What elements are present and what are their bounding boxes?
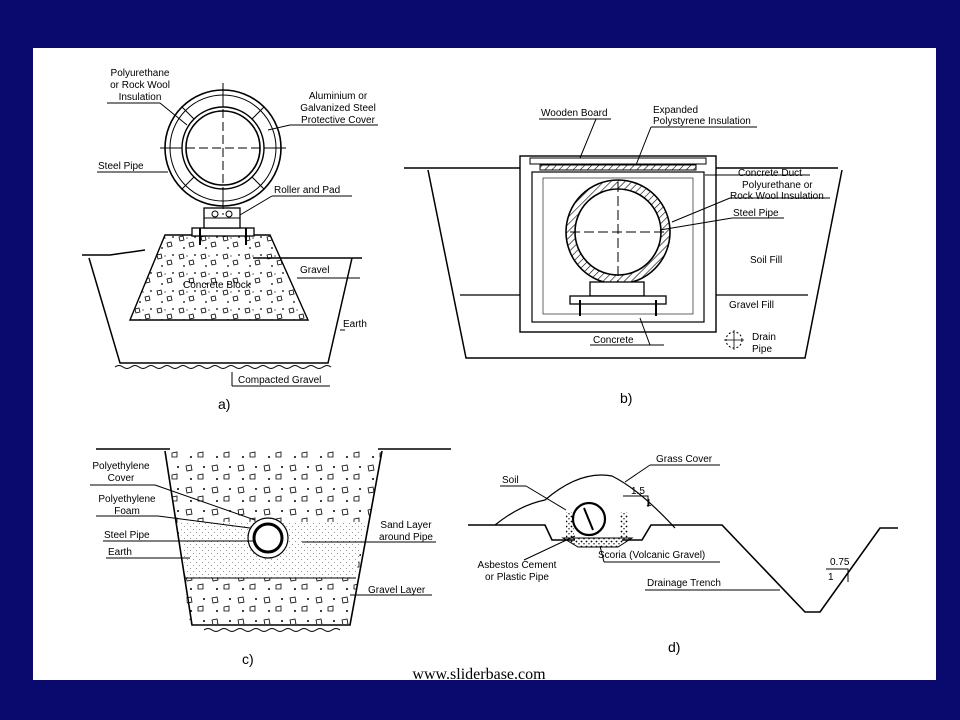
- d-slope1-rise: 1: [646, 498, 652, 509]
- d-slope2-run: 0.75: [830, 557, 850, 568]
- c-pe-foam-label-2: Foam: [114, 506, 140, 517]
- b-gravel-fill-label: Gravel Fill: [729, 300, 774, 311]
- panel-c: Polyethylene Cover Polyethylene Foam Ste…: [90, 448, 451, 667]
- d-caption: d): [668, 639, 680, 655]
- b-drain-pipe-label-1: Drain: [752, 332, 776, 343]
- footer-url: www.sliderbase.com: [412, 666, 546, 683]
- d-grass-cover-label: Grass Cover: [656, 454, 713, 465]
- c-steel-pipe-label: Steel Pipe: [104, 530, 150, 541]
- b-insulation-label-2: Rock Wool Insulation: [730, 191, 824, 202]
- a-insulation-label-3: Insulation: [119, 92, 162, 103]
- d-scoria-label: Scoria (Volcanic Gravel): [598, 550, 705, 561]
- b-drain-pipe-label-2: Pipe: [752, 344, 772, 355]
- d-slope2-rise: 1: [828, 572, 834, 583]
- c-pe-cover-label-1: Polyethylene: [92, 461, 150, 472]
- d-slope1-run: 1.5: [631, 486, 645, 497]
- c-pe-cover-label-2: Cover: [108, 473, 135, 484]
- a-earth-label: Earth: [343, 319, 367, 330]
- b-steel-pipe-label: Steel Pipe: [733, 208, 779, 219]
- a-compacted-gravel-label: Compacted Gravel: [238, 375, 321, 386]
- b-wooden-board-label: Wooden Board: [541, 108, 608, 119]
- d-asbestos-label-2: or Plastic Pipe: [485, 572, 549, 583]
- c-caption: c): [242, 651, 254, 667]
- c-sand-layer-label-2: around Pipe: [379, 532, 433, 543]
- a-concrete-block-label: Concrete Block: [183, 280, 252, 291]
- a-caption: a): [218, 396, 230, 412]
- d-drainage-label: Drainage Trench: [647, 578, 721, 589]
- b-insulation-label-1: Polyurethane or: [742, 180, 813, 191]
- a-cover-label-2: Galvanized Steel: [300, 103, 376, 114]
- a-roller-label: Roller and Pad: [274, 185, 340, 196]
- a-steel-pipe-label: Steel Pipe: [98, 161, 144, 172]
- b-eps-label-1: Expanded: [653, 105, 698, 116]
- a-gravel-label: Gravel: [300, 265, 329, 276]
- c-pe-foam-label-1: Polyethylene: [98, 494, 156, 505]
- b-caption: b): [620, 390, 632, 406]
- a-cover-label-1: Aluminium or: [309, 91, 368, 102]
- a-cover-label-3: Protective Cover: [301, 115, 376, 126]
- panel-d: Grass Cover Soil 1.5 1 Asbestos Cement o…: [468, 454, 898, 655]
- d-soil-label: Soil: [502, 475, 519, 486]
- c-gravel-layer-label: Gravel Layer: [368, 585, 426, 596]
- c-earth-label: Earth: [108, 547, 132, 558]
- d-asbestos-label-1: Asbestos Cement: [478, 560, 557, 571]
- panel-b: Wooden Board Expanded Polystyrene Insula…: [404, 105, 843, 406]
- b-concrete-label: Concrete: [593, 335, 634, 346]
- b-concrete-duct-label: Concrete Duct: [738, 168, 802, 179]
- panel-a: Polyurethane or Rock Wool Insulation Alu…: [82, 68, 378, 412]
- b-soil-fill-label: Soil Fill: [750, 255, 782, 266]
- c-sand-layer-label-1: Sand Layer: [380, 520, 432, 531]
- b-eps-label-2: Polystyrene Insulation: [653, 116, 751, 127]
- a-insulation-label-2: or Rock Wool: [110, 80, 170, 91]
- a-insulation-label-1: Polyurethane: [111, 68, 170, 79]
